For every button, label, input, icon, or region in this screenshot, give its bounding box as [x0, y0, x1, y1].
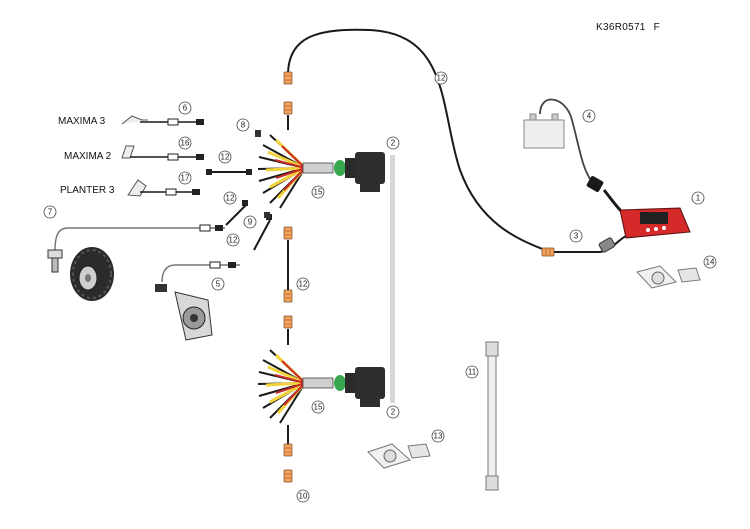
- callout-9: 9: [243, 215, 257, 229]
- harness-connector-mid3: [283, 315, 293, 329]
- svg-text:2: 2: [391, 408, 396, 417]
- svg-text:12: 12: [299, 280, 308, 289]
- callout-12-ext-c: 12: [226, 233, 240, 247]
- harness-connector-mid2: [283, 289, 293, 303]
- callout-11: 11: [465, 365, 479, 379]
- callout-12-ext-a: 12: [218, 150, 232, 164]
- main-cable: [287, 28, 546, 251]
- callout-2-top: 2: [386, 136, 400, 150]
- monitor-console: [619, 207, 691, 239]
- power-cable: [539, 98, 593, 183]
- wheel-sensor-cable: [54, 227, 225, 251]
- callout-1: 1: [691, 191, 705, 205]
- callout-15-upper: 15: [311, 185, 325, 199]
- callout-10: 10: [296, 489, 310, 503]
- callout-12-top: 12: [434, 71, 448, 85]
- svg-text:12: 12: [221, 153, 230, 162]
- svg-text:12: 12: [437, 74, 446, 83]
- callout-6: 6: [178, 101, 192, 115]
- console-cable-connector: [541, 247, 555, 257]
- mounting-bracket: [485, 341, 499, 491]
- svg-text:12: 12: [229, 236, 238, 245]
- svg-text:9: 9: [248, 218, 253, 227]
- callout-7: 7: [43, 205, 57, 219]
- extension-cable-b: [225, 204, 247, 226]
- wiring-harness-lower: [257, 349, 385, 424]
- svg-text:5: 5: [216, 280, 221, 289]
- svg-text:3: 3: [574, 232, 579, 241]
- tractor-wheel: [70, 247, 114, 301]
- svg-text:11: 11: [468, 368, 477, 377]
- protective-strip: [390, 155, 395, 403]
- drawing-number: K36R0571: [596, 22, 646, 33]
- svg-text:7: 7: [48, 208, 53, 217]
- wiring-harness-upper: [257, 134, 385, 209]
- sensor-planter-3: [127, 179, 200, 197]
- callout-13: 13: [431, 429, 445, 443]
- manual-cd-13: [367, 443, 431, 469]
- svg-text:10: 10: [299, 492, 308, 501]
- model-label-planter-3: PLANTER 3: [60, 185, 115, 196]
- svg-text:8: 8: [241, 121, 246, 130]
- svg-text:6: 6: [183, 104, 188, 113]
- svg-text:15: 15: [314, 188, 323, 197]
- extension-cable-c: [253, 219, 271, 251]
- callout-15-lower: 15: [311, 400, 325, 414]
- harness-connector-top: [283, 101, 293, 115]
- drawing-code: K36R0571 F: [596, 22, 660, 33]
- svg-text:2: 2: [391, 139, 396, 148]
- sensor-maxima-2: [121, 145, 204, 161]
- svg-text:13: 13: [434, 432, 443, 441]
- callout-14: 14: [703, 255, 717, 269]
- callout-16: 16: [178, 136, 192, 150]
- harness-connector-mid1: [283, 226, 293, 240]
- model-label-maxima-2: MAXIMA 2: [64, 151, 112, 162]
- radar-sensor: [174, 291, 213, 341]
- svg-text:15: 15: [314, 403, 323, 412]
- callout-12-mid: 12: [296, 277, 310, 291]
- manual-cd-14: [636, 265, 701, 289]
- cap-plug: [255, 130, 261, 137]
- model-label-maxima-3: MAXIMA 3: [58, 116, 106, 127]
- callout-2-bottom: 2: [386, 405, 400, 419]
- svg-text:1: 1: [696, 194, 701, 203]
- battery: [523, 113, 565, 149]
- harness-connector-bottom: [283, 443, 293, 457]
- drawing-revision: F: [653, 22, 661, 33]
- terminal-plug: [283, 469, 293, 483]
- callout-3: 3: [569, 229, 583, 243]
- callout-4: 4: [582, 109, 596, 123]
- callout-12-ext-b: 12: [223, 191, 237, 205]
- svg-text:4: 4: [587, 112, 592, 121]
- svg-text:17: 17: [181, 174, 190, 183]
- radar-cable: [161, 264, 240, 283]
- callout-17: 17: [178, 171, 192, 185]
- sensor-maxima-3: [121, 115, 204, 126]
- callout-5: 5: [211, 277, 225, 291]
- svg-text:14: 14: [706, 258, 715, 267]
- top-connector: [283, 71, 293, 85]
- svg-text:16: 16: [181, 139, 190, 148]
- callout-8: 8: [236, 118, 250, 132]
- svg-text:12: 12: [226, 194, 235, 203]
